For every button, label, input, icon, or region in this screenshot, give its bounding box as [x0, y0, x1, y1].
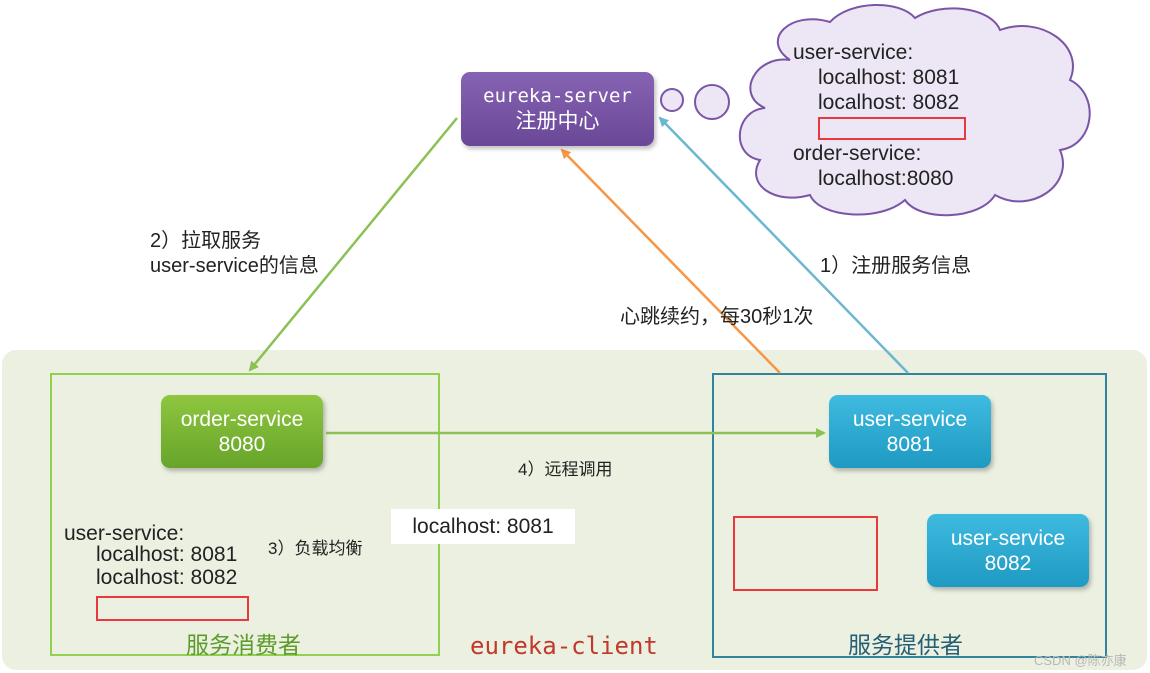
- cloud-entry-8082: localhost: 8082: [818, 91, 960, 114]
- consumer-empty-slot: [96, 596, 249, 621]
- cloud-user-service-label: user-service:: [793, 41, 914, 64]
- cloud-order-service-label: order-service:: [793, 142, 922, 165]
- user-service-8081-name: user-service: [852, 407, 968, 431]
- user-service-8082-node: user-service 8082: [927, 514, 1089, 587]
- pull-step-label: 2）拉取服务: [150, 230, 262, 252]
- thought-bubble-medium: [660, 88, 684, 112]
- register-step-label: 1）注册服务信息: [820, 255, 972, 277]
- order-service-port: 8080: [218, 432, 266, 456]
- eureka-server-node: eureka-server 注册中心: [461, 72, 654, 146]
- cloud-entry-8081: localhost: 8081: [818, 66, 960, 89]
- cloud-empty-slot: [818, 117, 966, 140]
- pull-arrow: [248, 117, 458, 372]
- eureka-client-label: eureka-client: [470, 632, 658, 660]
- consumer-list-label: user-service:: [64, 522, 185, 545]
- remote-call-label: 4）远程调用: [518, 460, 613, 479]
- load-balance-label: 3）负载均衡: [268, 539, 363, 558]
- heartbeat-arrow: [560, 148, 781, 374]
- server-subtitle: 注册中心: [515, 110, 600, 133]
- order-service-name: order-service: [180, 407, 304, 431]
- heartbeat-label: 心跳续约，每30秒1次: [620, 306, 814, 328]
- user-service-8081-port: 8081: [886, 432, 934, 456]
- provider-group-box: [712, 373, 1107, 658]
- consumer-list-entry-8082: localhost: 8082: [96, 566, 238, 589]
- pull-step-label-2: user-service的信息: [150, 255, 319, 277]
- user-service-8082-name: user-service: [950, 526, 1066, 550]
- registry-cloud: [738, 3, 1091, 217]
- provider-empty-slot: [733, 516, 878, 591]
- register-arrow: [658, 116, 909, 374]
- provider-title: 服务提供者: [848, 632, 963, 658]
- order-service-node: order-service 8080: [161, 395, 323, 468]
- thought-bubble-large: [694, 84, 730, 120]
- user-service-8082-port: 8082: [984, 551, 1032, 575]
- cloud-entry-8080: localhost:8080: [818, 167, 954, 190]
- consumer-title: 服务消费者: [186, 632, 301, 658]
- watermark: CSDN @陈亦康: [1034, 653, 1127, 668]
- user-service-8081-node: user-service 8081: [829, 395, 991, 468]
- server-name: eureka-server: [483, 85, 632, 107]
- consumer-list-entry-8081: localhost: 8081: [96, 543, 238, 566]
- chosen-instance-tag: localhost: 8081: [391, 509, 575, 544]
